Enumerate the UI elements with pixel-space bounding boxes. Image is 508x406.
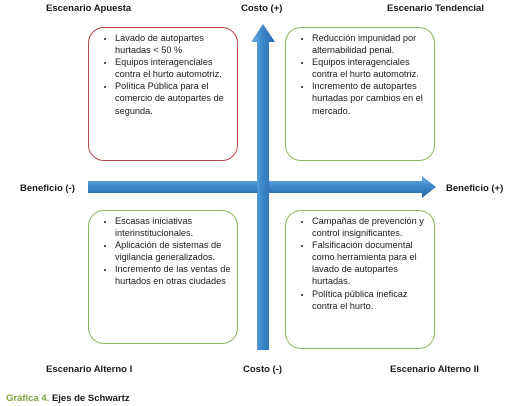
list-item: Equipos interagenciales contra el hurto … bbox=[312, 56, 428, 80]
caption-number: Gráfica 4. bbox=[6, 393, 50, 404]
quadrant-bottom-right-list: Campañas de prevención y control insigni… bbox=[290, 215, 428, 312]
list-item: Aplicación de sistemas de vigilancia gen… bbox=[115, 239, 231, 263]
list-item: Campañas de prevención y control insigni… bbox=[312, 215, 428, 239]
list-item: Política pública ineficaz contra el hurt… bbox=[312, 288, 428, 312]
list-item: Incremento de las ventas de hurtados en … bbox=[115, 263, 231, 287]
list-item: Incremento de autopartes hurtadas por ca… bbox=[312, 80, 428, 116]
list-item: Lavado de autopartes hurtadas < 50 % bbox=[115, 32, 231, 56]
figure-caption: Gráfica 4. Ejes de Schwartz bbox=[6, 393, 130, 404]
list-item: Falsificación documental como herramient… bbox=[312, 239, 428, 287]
list-item: Política Pública para el comercio de aut… bbox=[115, 80, 231, 116]
vertical-axis-arrow bbox=[251, 24, 275, 350]
quadrant-top-right-box: Reducción impunidad por alternabilidad p… bbox=[285, 27, 435, 161]
quadrant-bottom-right-box: Campañas de prevención y control insigni… bbox=[285, 210, 435, 349]
label-escenario-apuesta: Escenario Apuesta bbox=[46, 3, 132, 14]
quadrant-bottom-left-box: Escasas iniciativas interinstitucionales… bbox=[88, 210, 238, 344]
list-item: Equipos interagenciales contra el hurto … bbox=[115, 56, 231, 80]
quadrant-top-left-list: Lavado de autopartes hurtadas < 50 % Equ… bbox=[93, 32, 231, 117]
label-escenario-alterno-ii: Escenario Alterno II bbox=[390, 364, 479, 375]
label-costo-plus: Costo (+) bbox=[241, 3, 283, 14]
quadrant-top-right-list: Reducción impunidad por alternabilidad p… bbox=[290, 32, 428, 117]
caption-text: Ejes de Schwartz bbox=[49, 393, 130, 404]
label-escenario-alterno-i: Escenario Alterno I bbox=[46, 364, 133, 375]
label-beneficio-minus: Beneficio (-) bbox=[20, 183, 75, 194]
label-costo-minus: Costo (-) bbox=[243, 364, 283, 375]
quadrant-bottom-left-list: Escasas iniciativas interinstitucionales… bbox=[93, 215, 231, 288]
list-item: Escasas iniciativas interinstitucionales… bbox=[115, 215, 231, 239]
quadrant-top-left-box: Lavado de autopartes hurtadas < 50 % Equ… bbox=[88, 27, 238, 161]
label-escenario-tendencial: Escenario Tendencial bbox=[387, 3, 484, 14]
label-beneficio-plus: Beneficio (+) bbox=[446, 183, 504, 194]
list-item: Reducción impunidad por alternabilidad p… bbox=[312, 32, 428, 56]
